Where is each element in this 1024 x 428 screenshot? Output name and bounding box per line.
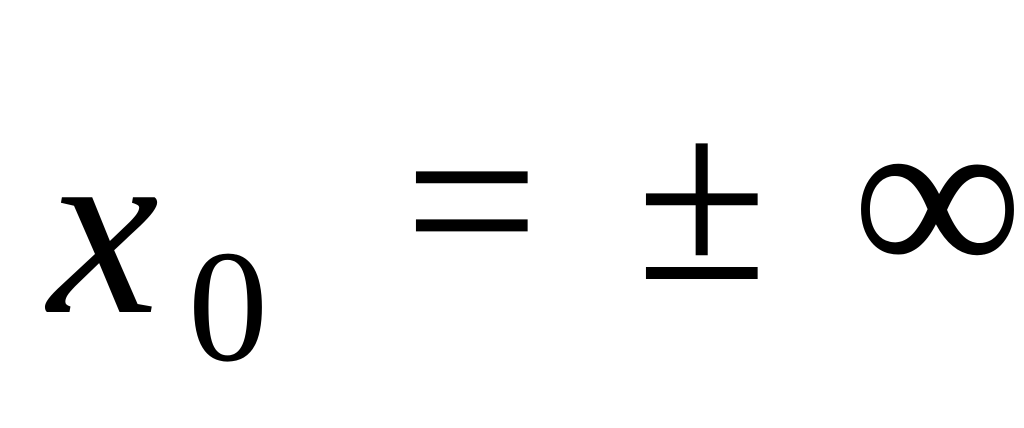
subscript-zero: 0 <box>188 217 268 395</box>
plus-minus-sign: ± <box>636 65 768 331</box>
equals-sign: = <box>404 67 540 333</box>
variable-x: x <box>48 90 159 367</box>
infinity-symbol: ∞ <box>852 65 1024 331</box>
